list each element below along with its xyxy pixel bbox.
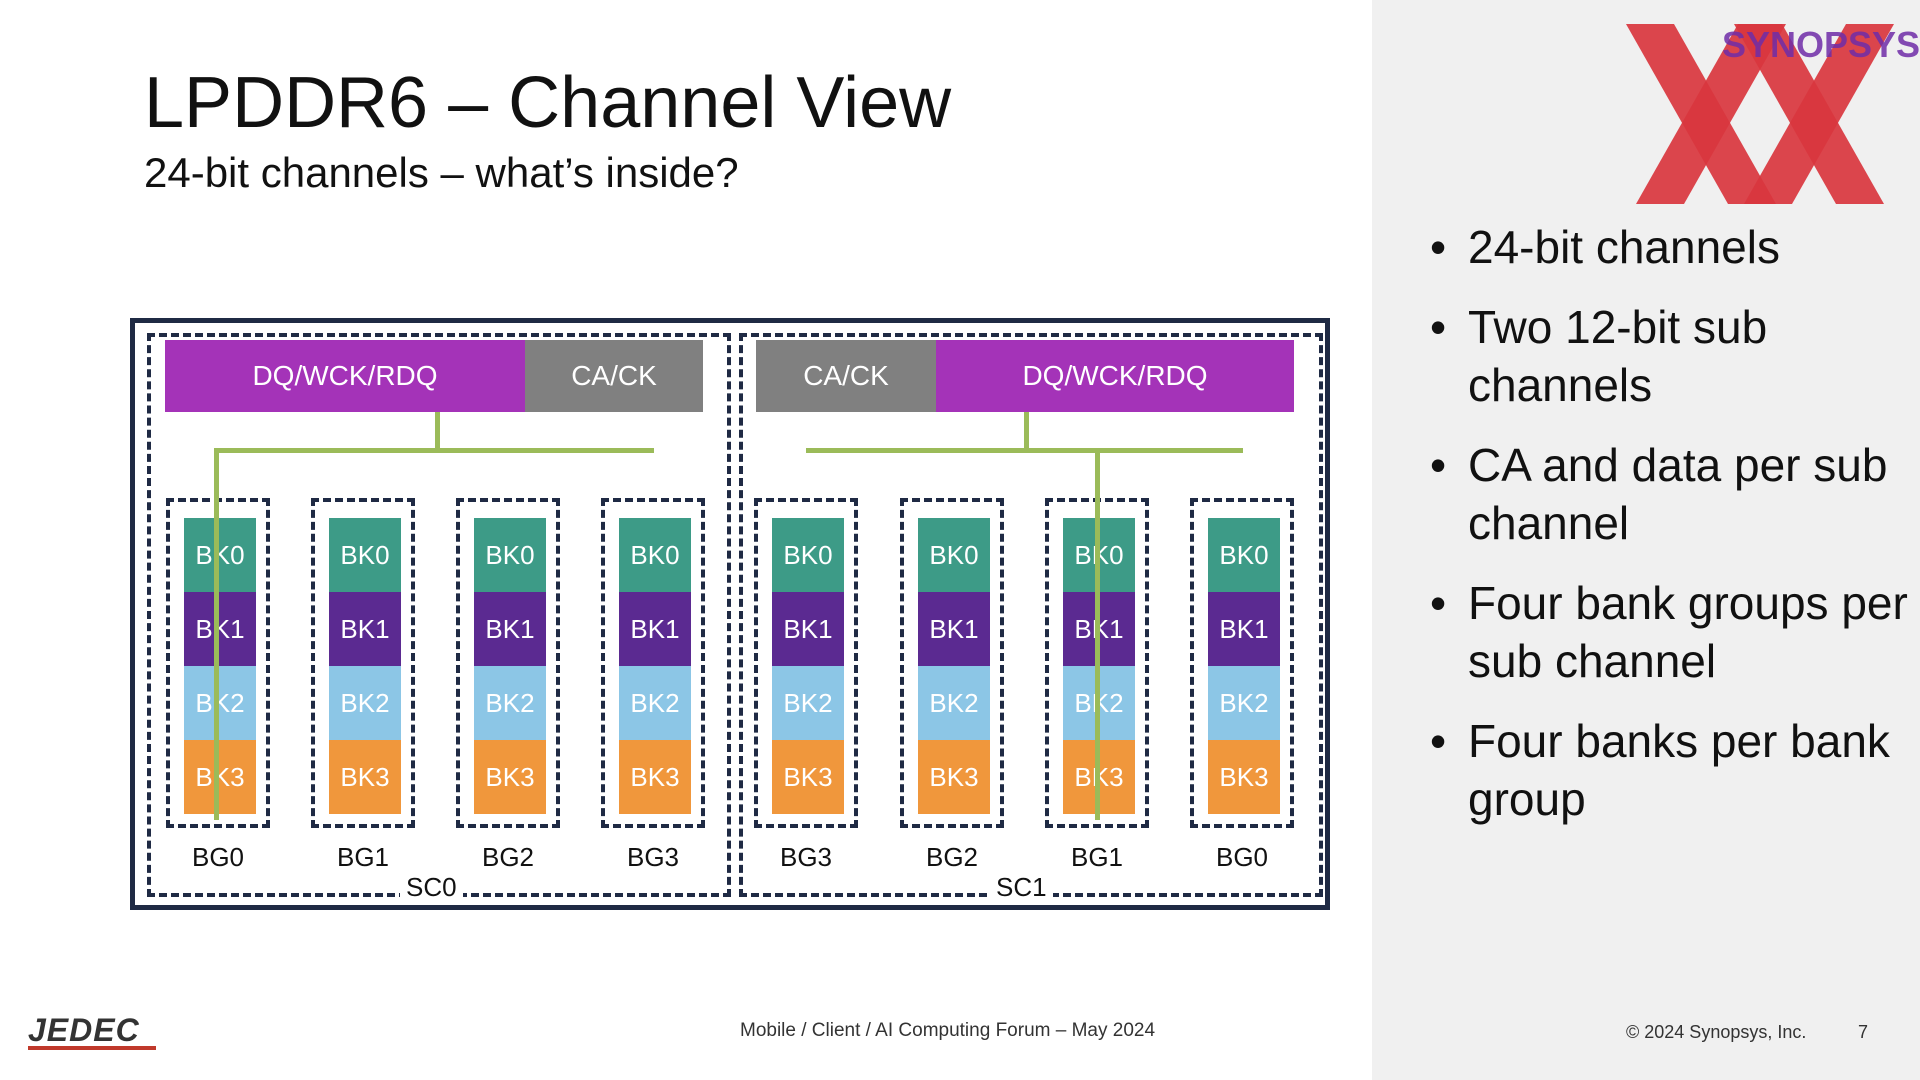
sub-channel-0-label: SC0 [400, 872, 463, 903]
bank-0: BK0 [329, 518, 401, 592]
bg-label: BG2 [481, 842, 535, 872]
bullet-item: Two 12-bit sub channels [1430, 298, 1910, 414]
bank-3: BK3 [619, 740, 691, 814]
bank-2: BK2 [772, 666, 844, 740]
bg-label: BG3 [779, 842, 833, 872]
bank-2: BK2 [918, 666, 990, 740]
bullet-item: 24-bit channels [1430, 218, 1910, 276]
bank-0: BK0 [619, 518, 691, 592]
synopsys-logo-text: SYNOPSYS [1722, 24, 1920, 65]
slide-title: LPDDR6 – Channel View [144, 63, 952, 143]
synopsys-logo-mark [1626, 24, 1896, 209]
bullet-list: 24-bit channels Two 12-bit sub channels … [1430, 218, 1910, 850]
sc1-ca-bar: CA/CK [756, 340, 936, 412]
bullet-item: Four bank groups per sub channel [1430, 574, 1910, 690]
bank-2: BK2 [474, 666, 546, 740]
bg-label: BG3 [626, 842, 680, 872]
sub-channel-1-label: SC1 [990, 872, 1053, 903]
sc0-dq-bar: DQ/WCK/RDQ [165, 340, 525, 412]
sc0-bus-drop [435, 412, 440, 450]
sc0-bus-horizontal [214, 448, 654, 453]
sc0-bus-vertical [214, 448, 219, 820]
bg-label: BG2 [925, 842, 979, 872]
bank-2: BK2 [184, 666, 256, 740]
bank-3: BK3 [184, 740, 256, 814]
sc1-bank-group-3: BK0 BK1 BK2 BK3 [754, 498, 858, 828]
bg-label: BG1 [1070, 842, 1124, 872]
bank-2: BK2 [329, 666, 401, 740]
bank-2: BK2 [1208, 666, 1280, 740]
bank-1: BK1 [184, 592, 256, 666]
bank-0: BK0 [1208, 518, 1280, 592]
bank-3: BK3 [474, 740, 546, 814]
sc1-dq-bar: DQ/WCK/RDQ [936, 340, 1294, 412]
sc0-bank-group-2: BK0 BK1 BK2 BK3 [456, 498, 560, 828]
bullet-item: CA and data per sub channel [1430, 436, 1910, 552]
bullet-item: Four banks per bank group [1430, 712, 1910, 828]
footer-event-text: Mobile / Client / AI Computing Forum – M… [740, 1020, 1156, 1041]
sc0-bank-group-1: BK0 BK1 BK2 BK3 [311, 498, 415, 828]
bg-label: BG1 [336, 842, 390, 872]
bank-1: BK1 [772, 592, 844, 666]
bank-1: BK1 [329, 592, 401, 666]
slide-subtitle: 24-bit channels – what’s inside? [144, 149, 739, 196]
bank-0: BK0 [772, 518, 844, 592]
bank-3: BK3 [918, 740, 990, 814]
bg-label: BG0 [1215, 842, 1269, 872]
page-number: 7 [1858, 1022, 1869, 1042]
bank-2: BK2 [619, 666, 691, 740]
bank-3: BK3 [772, 740, 844, 814]
bank-1: BK1 [1208, 592, 1280, 666]
sc1-bus-horizontal [806, 448, 1243, 453]
jedec-logo-underline [28, 1046, 156, 1050]
sc1-bus-drop [1024, 412, 1029, 450]
bank-1: BK1 [918, 592, 990, 666]
sc1-bank-group-0: BK0 BK1 BK2 BK3 [1190, 498, 1294, 828]
bank-0: BK0 [474, 518, 546, 592]
footer-copyright: © 2024 Synopsys, Inc. [1626, 1022, 1807, 1042]
jedec-logo: JEDEC [28, 1012, 140, 1048]
bank-0: BK0 [918, 518, 990, 592]
bg-label: BG0 [191, 842, 245, 872]
sc0-ca-bar: CA/CK [525, 340, 703, 412]
bank-1: BK1 [619, 592, 691, 666]
bank-0: BK0 [184, 518, 256, 592]
sc1-bank-group-2: BK0 BK1 BK2 BK3 [900, 498, 1004, 828]
bank-3: BK3 [329, 740, 401, 814]
bank-3: BK3 [1208, 740, 1280, 814]
sc1-bus-vertical [1095, 448, 1100, 820]
bank-1: BK1 [474, 592, 546, 666]
sc0-bank-group-3: BK0 BK1 BK2 BK3 [601, 498, 705, 828]
